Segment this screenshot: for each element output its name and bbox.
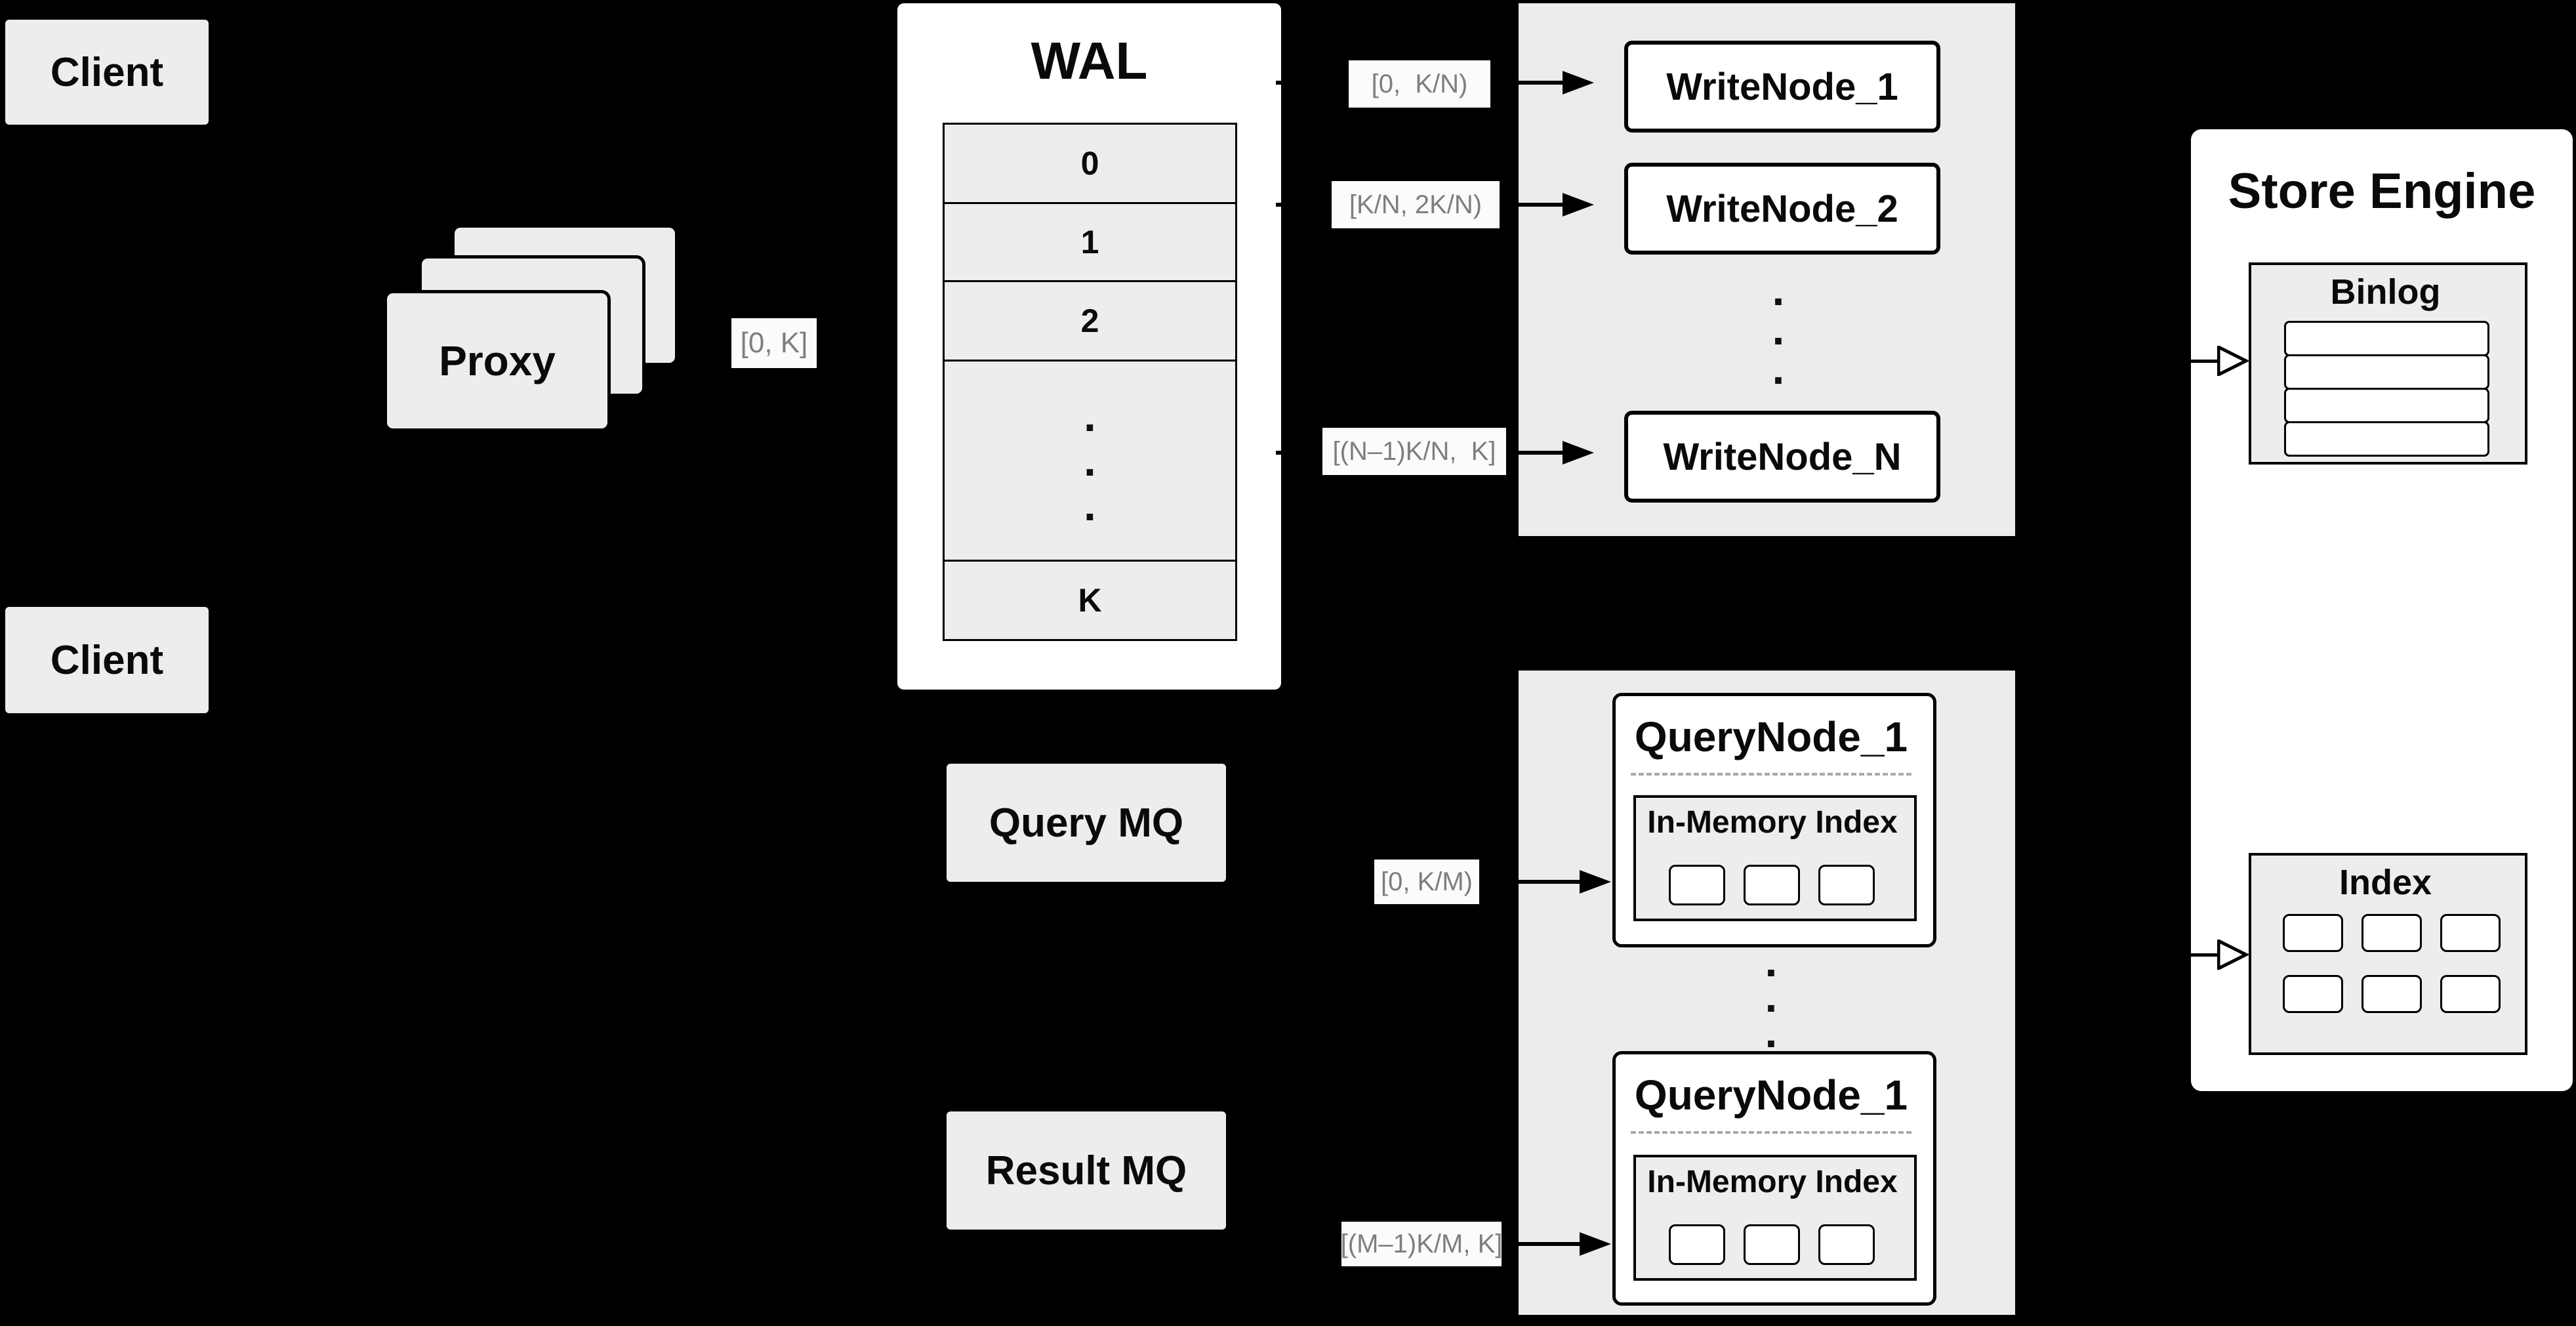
wal-segment-row: 1 <box>943 202 1237 282</box>
dashed-divider <box>1631 1131 1912 1134</box>
index-segment <box>2361 914 2422 952</box>
ellipsis-dot: . <box>1765 936 1778 986</box>
wal-table: 0 1 2 . . . K <box>943 123 1237 641</box>
index-box <box>2249 853 2527 1055</box>
write-node-ellipsis: . . . <box>1624 260 1932 399</box>
hollow-arrow-icon <box>2217 346 2249 376</box>
query-range-label-1: [0, K/M) <box>1374 860 1479 904</box>
write-node-1: WriteNode_1 <box>1624 41 1940 133</box>
index-segment <box>2440 914 2501 952</box>
memory-segment <box>1744 1224 1800 1265</box>
client-box-top: Client <box>5 20 209 125</box>
client-box-bottom: Client <box>5 607 209 713</box>
proxy-stack: Proxy <box>384 224 678 432</box>
arrow-head-icon <box>1563 71 1594 94</box>
wal-title: WAL <box>1031 31 1148 90</box>
result-mq-box: Result MQ <box>947 1111 1226 1230</box>
binlog-title: Binlog <box>2330 272 2441 312</box>
arrow-line <box>2144 360 2218 363</box>
ellipsis-dot: . <box>1765 1007 1778 1057</box>
arrow-head-icon <box>1563 193 1594 217</box>
binlog-row <box>2284 421 2489 457</box>
ellipsis-dot: . <box>1772 304 1785 354</box>
in-memory-index-title: In-Memory Index <box>1647 805 1898 840</box>
wal-ellipsis-row: . . . <box>943 360 1237 562</box>
ellipsis-dot: . <box>1084 480 1096 530</box>
write-node-n: WriteNode_N <box>1624 411 1940 503</box>
query-node-ellipsis: . . . <box>1612 936 1930 1057</box>
ellipsis-dot: . <box>1084 436 1096 486</box>
ellipsis-dot: . <box>1772 265 1785 315</box>
index-segment <box>2283 975 2343 1013</box>
write-range-label-1: [0, K/N) <box>1349 60 1490 108</box>
index-title: Index <box>2339 863 2432 902</box>
memory-segment <box>1669 865 1725 905</box>
wal-panel: WAL 0 1 2 . . . K <box>897 3 1281 690</box>
binlog-row <box>2284 388 2489 423</box>
index-segment <box>2361 975 2422 1013</box>
ellipsis-dot: . <box>1765 972 1778 1022</box>
binlog-row <box>2284 354 2489 390</box>
ellipsis-dot: . <box>1084 391 1096 441</box>
query-node-1-title: QueryNode_1 <box>1634 713 1908 760</box>
write-node-2: WriteNode_2 <box>1624 163 1940 255</box>
query-node-2-title: QueryNode_1 <box>1634 1071 1908 1119</box>
query-mq-box: Query MQ <box>947 764 1226 882</box>
wal-segment-row: 2 <box>943 280 1237 362</box>
ellipsis-dot: . <box>1772 344 1785 394</box>
write-range-label-2: [K/N, 2K/N) <box>1332 181 1500 228</box>
write-range-label-n: [(N–1)K/N, K] <box>1322 428 1506 475</box>
proxy-range-label: [0, K] <box>731 318 817 368</box>
memory-segment <box>1818 1224 1875 1265</box>
arrow-head-icon <box>1580 1232 1611 1256</box>
index-segment <box>2440 975 2501 1013</box>
memory-segment <box>1669 1224 1725 1265</box>
store-engine-title: Store Engine <box>2228 163 2536 219</box>
index-segment <box>2283 914 2343 952</box>
arrow-head-icon <box>1563 441 1594 465</box>
hollow-arrow-icon <box>2217 940 2249 970</box>
dashed-divider <box>1631 773 1912 776</box>
arrow-head-icon <box>1580 870 1611 894</box>
wal-segment-row: K <box>943 560 1237 641</box>
memory-segment <box>1744 865 1800 905</box>
arrow-line <box>2144 953 2218 957</box>
proxy-card-front: Proxy <box>384 290 611 432</box>
in-memory-index-title: In-Memory Index <box>1647 1165 1898 1199</box>
wal-segment-row: 0 <box>943 123 1237 204</box>
query-range-label-m: [(M–1)K/M, K] <box>1341 1222 1502 1266</box>
binlog-row <box>2284 321 2489 356</box>
binlog-rows <box>2284 321 2489 457</box>
memory-segment <box>1818 865 1875 905</box>
